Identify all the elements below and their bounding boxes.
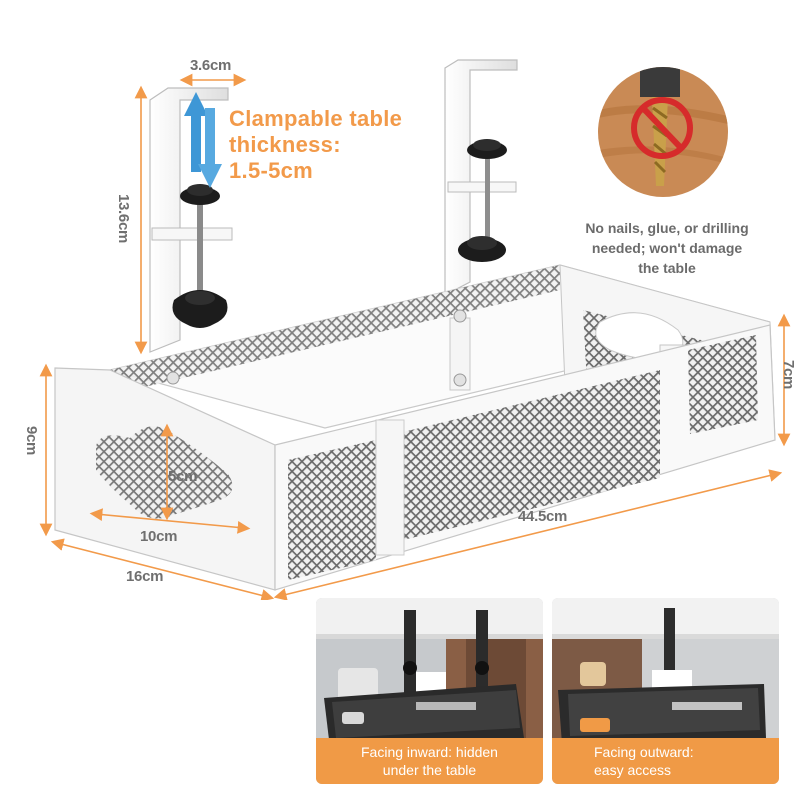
dimension-lines (39, 73, 791, 600)
dim-side-height: 7cm (780, 359, 798, 390)
dim-clamp-width: 3.6cm (190, 57, 232, 74)
note-line-3: the table (638, 260, 696, 276)
dim-cable-hole-width: 10cm (140, 528, 178, 545)
inward-caption: Facing inward: hidden under the table (316, 738, 543, 784)
inward-caption-line-1: Facing inward: hidden (361, 744, 498, 760)
inward-caption-line-2: under the table (382, 762, 477, 778)
left-clamp (149, 87, 233, 353)
photo-facing-outward: Facing outward: easy access (552, 598, 779, 784)
headline-line-3: 1.5-5cm (229, 158, 314, 183)
dim-tray-depth: 16cm (126, 568, 164, 585)
note-line-1: No nails, glue, or drilling (585, 220, 749, 236)
thickness-headline: Clampable table thickness: 1.5-5cm (229, 106, 402, 184)
no-drill-note: No nails, glue, or drilling needed; won'… (568, 218, 766, 278)
dim-clamp-height: 13.6cm (115, 193, 133, 244)
headline-line-1: Clampable table (229, 106, 403, 131)
cable-tray-illustration (39, 59, 791, 600)
outward-caption-line-2: easy access (594, 762, 672, 778)
right-clamp (444, 59, 518, 296)
dim-tray-length: 44.5cm (518, 508, 568, 525)
outward-caption-line-1: Facing outward: (594, 744, 694, 760)
dim-cable-hole-height: 5cm (168, 468, 198, 485)
no-drill-illustration (598, 67, 728, 197)
prohibition-icon (631, 97, 693, 159)
outward-caption: Facing outward: easy access (552, 738, 779, 784)
double-arrow-icon (184, 92, 222, 188)
headline-line-2: thickness: (229, 132, 341, 157)
note-line-2: needed; won't damage (591, 240, 743, 256)
photo-facing-inward: Facing inward: hidden under the table (316, 598, 543, 784)
dim-tray-height: 9cm (23, 425, 41, 456)
